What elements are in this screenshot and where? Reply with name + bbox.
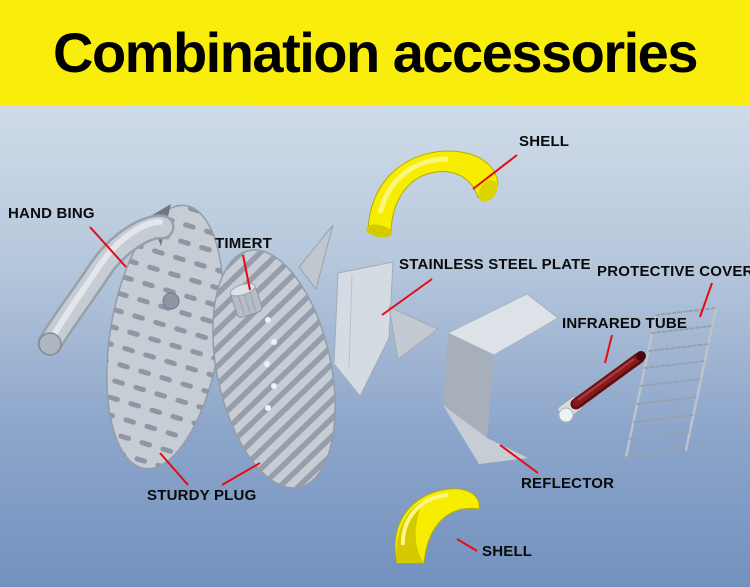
label-stainless-steel-plate: STAINLESS STEEL PLATE — [399, 256, 591, 273]
label-shell-top: SHELL — [519, 133, 570, 150]
plate-holes — [264, 317, 277, 411]
leader-reflector — [499, 444, 539, 474]
infrared-tube-part — [557, 351, 646, 423]
page-title: Combination accessories — [53, 21, 698, 84]
title-banner: Combination accessories — [0, 0, 750, 105]
label-infrared-tube: INFRARED TUBE — [562, 315, 688, 332]
leader-stainless-plate — [381, 278, 433, 316]
leader-protective-cover — [699, 282, 713, 318]
stainless-steel-plate-part — [333, 261, 439, 397]
exploded-view: SHELL HAND BING TIMERT STAINLESS STEEL P… — [0, 105, 750, 587]
shell-bottom-part — [394, 488, 480, 564]
label-hand-bing: HAND BING — [8, 205, 95, 222]
sturdy-plug-plate-a — [106, 204, 224, 470]
hand-bing-handle — [37, 214, 175, 356]
label-sturdy-plug: STURDY PLUG — [147, 487, 257, 504]
plate-fin — [298, 224, 334, 291]
label-timert: TIMERT — [215, 235, 273, 252]
reflector-part — [443, 293, 559, 464]
label-reflector: REFLECTOR — [521, 475, 615, 492]
leader-timert — [242, 254, 251, 291]
leader-shell-top — [472, 154, 518, 190]
plate-hole — [162, 292, 180, 310]
label-protective-cover: PROTECTIVE COVER — [597, 263, 750, 280]
shell-top-part — [366, 150, 499, 238]
leader-lines — [89, 154, 713, 552]
protective-cover-part — [624, 306, 718, 459]
leader-shell-bottom — [456, 538, 478, 552]
leader-hand-bing — [89, 226, 127, 268]
leader-sturdy-plug-a — [159, 452, 189, 486]
leader-sturdy-plug-b — [221, 462, 261, 486]
leader-infrared-tube — [604, 334, 613, 364]
label-shell-bottom: SHELL — [482, 543, 533, 560]
parts-illustration — [37, 150, 718, 564]
timert-knob — [229, 282, 263, 318]
